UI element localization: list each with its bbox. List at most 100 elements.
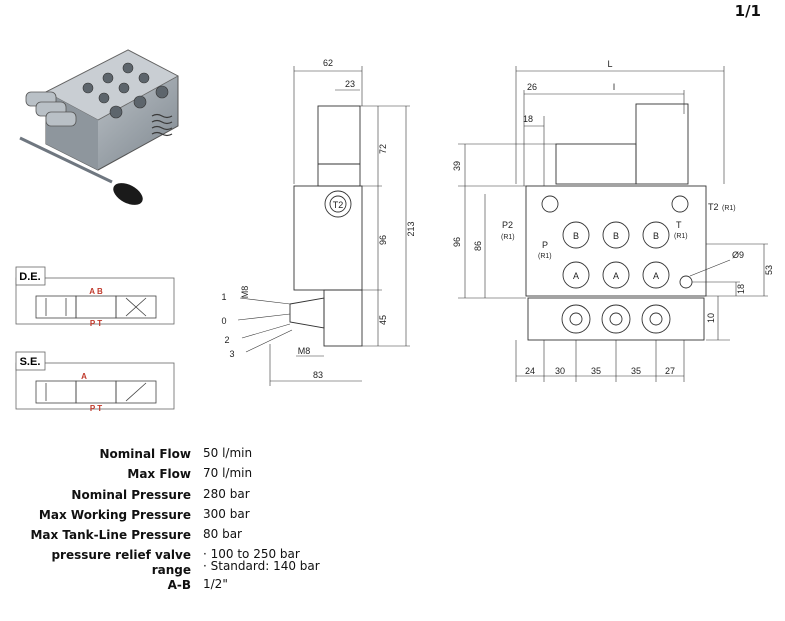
- spec-label: Max Flow: [127, 467, 191, 482]
- spec-label: A-B: [167, 578, 191, 593]
- spec-value-line: 1/2": [203, 577, 228, 592]
- spec-label: Nominal Pressure: [71, 487, 191, 502]
- dim-h3: 45: [378, 315, 388, 325]
- lever-handle: [19, 136, 143, 205]
- front-port-circles: [541, 195, 693, 334]
- side-view-base: [323, 289, 363, 347]
- lever-pos-1: 1: [221, 292, 226, 302]
- spec-value-line: 280 bar: [203, 486, 250, 501]
- schematic-frame: [15, 362, 175, 410]
- front-dim-lines: [458, 66, 768, 382]
- spec-label: pressure relief valve range: [51, 548, 191, 578]
- spec-value-line: 80 bar: [203, 527, 242, 542]
- schematic-label-box: [15, 266, 46, 286]
- spec-value-line: · 100 to 250 bar: [203, 547, 300, 562]
- relief-spring: [151, 113, 173, 137]
- spec-row: Max Flow 70 l/min: [10, 467, 320, 487]
- dim-h1: 72: [378, 144, 388, 154]
- spec-label: Nominal Flow: [99, 447, 191, 461]
- flow-arrows: [45, 382, 147, 402]
- dim-bottom-30: 30: [555, 366, 565, 376]
- dim-hole: Ø9: [732, 250, 744, 260]
- technical-drawing: T2 62 23 72 96 45 213 83 M8 M8 1 0 2 3 B…: [221, 58, 774, 386]
- dim-10: 10: [706, 313, 716, 323]
- front-cap-right: [635, 103, 689, 185]
- spool-boxes: [35, 295, 157, 319]
- dim-96: 96: [452, 237, 462, 247]
- dim-thread-side: M8: [240, 286, 250, 299]
- lever-bracket: [289, 297, 325, 329]
- dim-53: 53: [764, 265, 774, 275]
- spec-value: 80 bar: [203, 528, 320, 548]
- dim-width-top: 62: [323, 58, 333, 68]
- product-photo: [19, 49, 179, 205]
- dim-thread-bottom: M8: [298, 346, 311, 356]
- dim-L: L: [607, 59, 612, 69]
- dim-39: 39: [452, 161, 462, 171]
- spec-value: 70 l/min: [203, 467, 320, 487]
- side-view-body: [293, 185, 363, 291]
- spec-value: 300 bar: [203, 508, 320, 528]
- spec-row: Nominal Pressure 280 bar: [10, 488, 320, 508]
- spec-value-line: 50 l/min: [203, 446, 253, 460]
- port-b-2: B: [613, 231, 619, 241]
- spec-value-line: 300 bar: [203, 506, 250, 521]
- side-port-circle: [324, 190, 352, 218]
- schematic-label: S.E.: [20, 356, 41, 368]
- port-p: P: [542, 240, 548, 250]
- spool-boxes: [35, 380, 157, 404]
- port-a-3: A: [653, 271, 659, 281]
- se-schematic: S.E. A P T: [15, 351, 175, 411]
- dim-bottom-width: 83: [313, 370, 323, 380]
- dim-bottom-35b: 35: [631, 366, 641, 376]
- schematic-label: D.E.: [19, 271, 40, 283]
- de-schematic: D.E. A B P T: [15, 266, 175, 326]
- ports-top: A B: [89, 287, 103, 296]
- spec-value-line: 70 l/min: [203, 466, 253, 481]
- dim-18b: 18: [736, 284, 746, 294]
- spec-value: · 100 to 250 bar· Standard: 140 bar: [203, 548, 320, 578]
- spec-row: Nominal Flow 50 l/min: [10, 447, 320, 467]
- spec-value: 50 l/min: [203, 447, 320, 467]
- spec-label: Max Working Pressure: [38, 507, 191, 522]
- port-a-2: A: [613, 271, 619, 281]
- side-port-label: T2: [333, 200, 344, 210]
- dim-top-small: 23: [345, 79, 355, 89]
- spec-value: 1/2": [203, 578, 320, 598]
- port-b-3: B: [653, 231, 659, 241]
- lever-pos-3: 3: [229, 349, 234, 359]
- port-p2: P2: [502, 220, 513, 230]
- spec-value: 280 bar: [203, 488, 320, 508]
- spec-row: pressure relief valve range · 100 to 250 …: [10, 548, 320, 578]
- front-handles: [527, 297, 705, 341]
- port-t2-r1: (R1): [722, 205, 736, 212]
- flow-arrows: [45, 297, 147, 317]
- side-dim-lines: [237, 66, 410, 386]
- port-t: T: [676, 220, 682, 230]
- ports-bottom: P T: [90, 319, 102, 326]
- schematic-label-box: [15, 351, 46, 371]
- dim-86: 86: [473, 241, 483, 251]
- dim-bottom-27: 27: [665, 366, 675, 376]
- dim-l: l: [613, 82, 615, 92]
- lever-pos-0: 0: [221, 316, 226, 326]
- dim-bottom-35a: 35: [591, 366, 601, 376]
- dim-total: 213: [406, 221, 416, 236]
- side-view: [289, 105, 363, 347]
- spec-value-line: · Standard: 140 bar: [203, 559, 320, 574]
- port-a-1: A: [573, 271, 579, 281]
- front-body: [525, 185, 707, 297]
- ports-bottom: P T: [90, 404, 102, 411]
- port-t-r1: (R1): [674, 233, 688, 240]
- port-t2: T2: [708, 202, 719, 212]
- port-b-1: B: [573, 231, 579, 241]
- dim-18: 18: [523, 114, 533, 124]
- port-holes: [82, 62, 169, 119]
- dim-bottom-24: 24: [525, 366, 535, 376]
- port-p-r1: (R1): [538, 253, 552, 260]
- lever-pos-2: 2: [224, 335, 229, 345]
- front-cap-left: [555, 143, 637, 185]
- spec-row: Max Working Pressure 300 bar: [10, 508, 320, 528]
